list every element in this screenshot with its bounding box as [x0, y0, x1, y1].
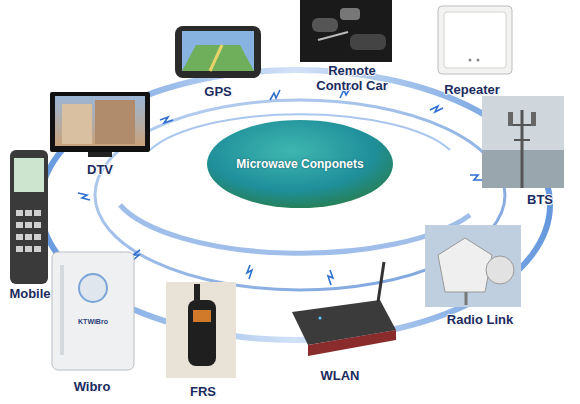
center-ellipse: Microwave Conponets [205, 118, 395, 210]
device-label: Mobile [9, 286, 50, 301]
device-print: KTWiBro [78, 318, 108, 325]
device-label: Wibro [74, 379, 111, 394]
node-title: Microwave Conponets [236, 157, 363, 171]
device-label: WLAN [321, 368, 360, 383]
device-label: Repeater [444, 82, 500, 97]
device-label: GPS [204, 84, 231, 99]
device-label: FRS [190, 384, 216, 399]
device-label: BTS [527, 192, 553, 207]
device-label: Radio Link [447, 312, 513, 327]
device-label: DTV [87, 162, 113, 177]
device-label: Remote Control Car [311, 63, 393, 93]
